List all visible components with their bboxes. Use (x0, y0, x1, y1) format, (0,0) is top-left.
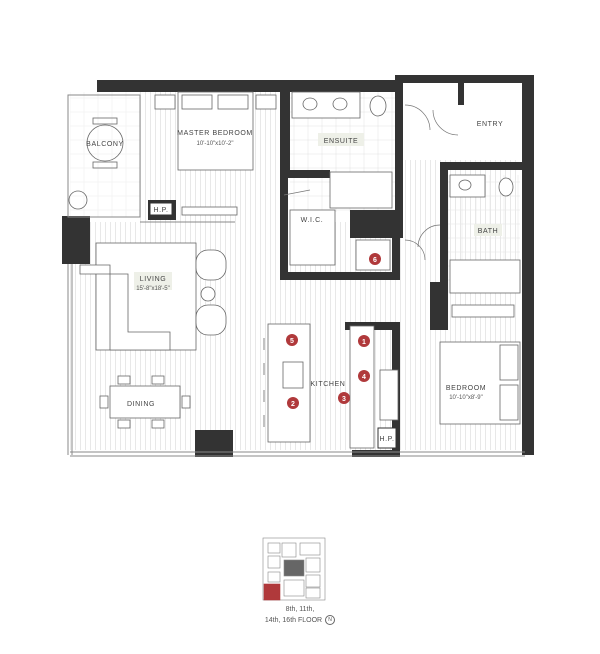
label-dining: DINING (127, 401, 155, 408)
marker-1-label: 1 (362, 339, 366, 346)
balcony-furniture (68, 117, 124, 210)
key-plan-highlight-unit (263, 583, 281, 601)
label-master-bedroom-size: 10'-10"x10'-2" (197, 141, 234, 147)
label-hp-2: H.P. (379, 436, 394, 443)
marker-3-label: 3 (342, 396, 346, 403)
window-walls (67, 94, 525, 457)
walls (62, 75, 534, 457)
label-wic: W.I.C. (301, 217, 324, 224)
marker-4-label: 4 (362, 374, 366, 381)
feature-markers: 1 2 3 4 5 6 (286, 253, 381, 409)
living-furniture (79, 242, 227, 351)
label-kitchen: KITCHEN (311, 381, 346, 388)
marker-1 (358, 335, 370, 347)
label-balcony: BALCONY (86, 141, 124, 148)
doors (283, 104, 459, 261)
marker-2 (287, 397, 299, 409)
keyplan-floors-line2: 14th, 16th FLOOR (264, 616, 323, 624)
label-living: LIVING (140, 276, 167, 283)
label-bedroom: BEDROOM (446, 385, 486, 392)
marker-4 (358, 370, 370, 382)
label-bedroom-size: 10'-10"x8'-9" (449, 395, 483, 401)
master-bed (154, 91, 277, 216)
bedroom-bed (439, 304, 521, 425)
marker-5-label: 5 (290, 338, 294, 345)
room-labels: BALCONY MASTER BEDROOM 10'-10"x10'-2" EN… (86, 121, 504, 449)
compass-icon: N (325, 615, 336, 625)
marker-2-label: 2 (291, 401, 295, 408)
ensuite-fixtures (289, 91, 393, 266)
marker-5 (286, 334, 298, 346)
label-hp-1: H.P. (153, 207, 168, 214)
label-master-bedroom: MASTER BEDROOM (177, 130, 253, 137)
label-bath: BATH (478, 228, 499, 235)
key-plan (262, 537, 326, 601)
label-living-size: 15'-8"x18'-5" (136, 286, 170, 292)
marker-6-label: 6 (373, 257, 377, 264)
marker-6 (369, 253, 381, 265)
label-entry: ENTRY (477, 121, 504, 128)
dining-furniture (99, 375, 191, 429)
label-ensuite: ENSUITE (324, 138, 359, 145)
keyplan-floors-line1: 8th, 11th, (285, 606, 315, 613)
marker-3 (338, 392, 350, 404)
